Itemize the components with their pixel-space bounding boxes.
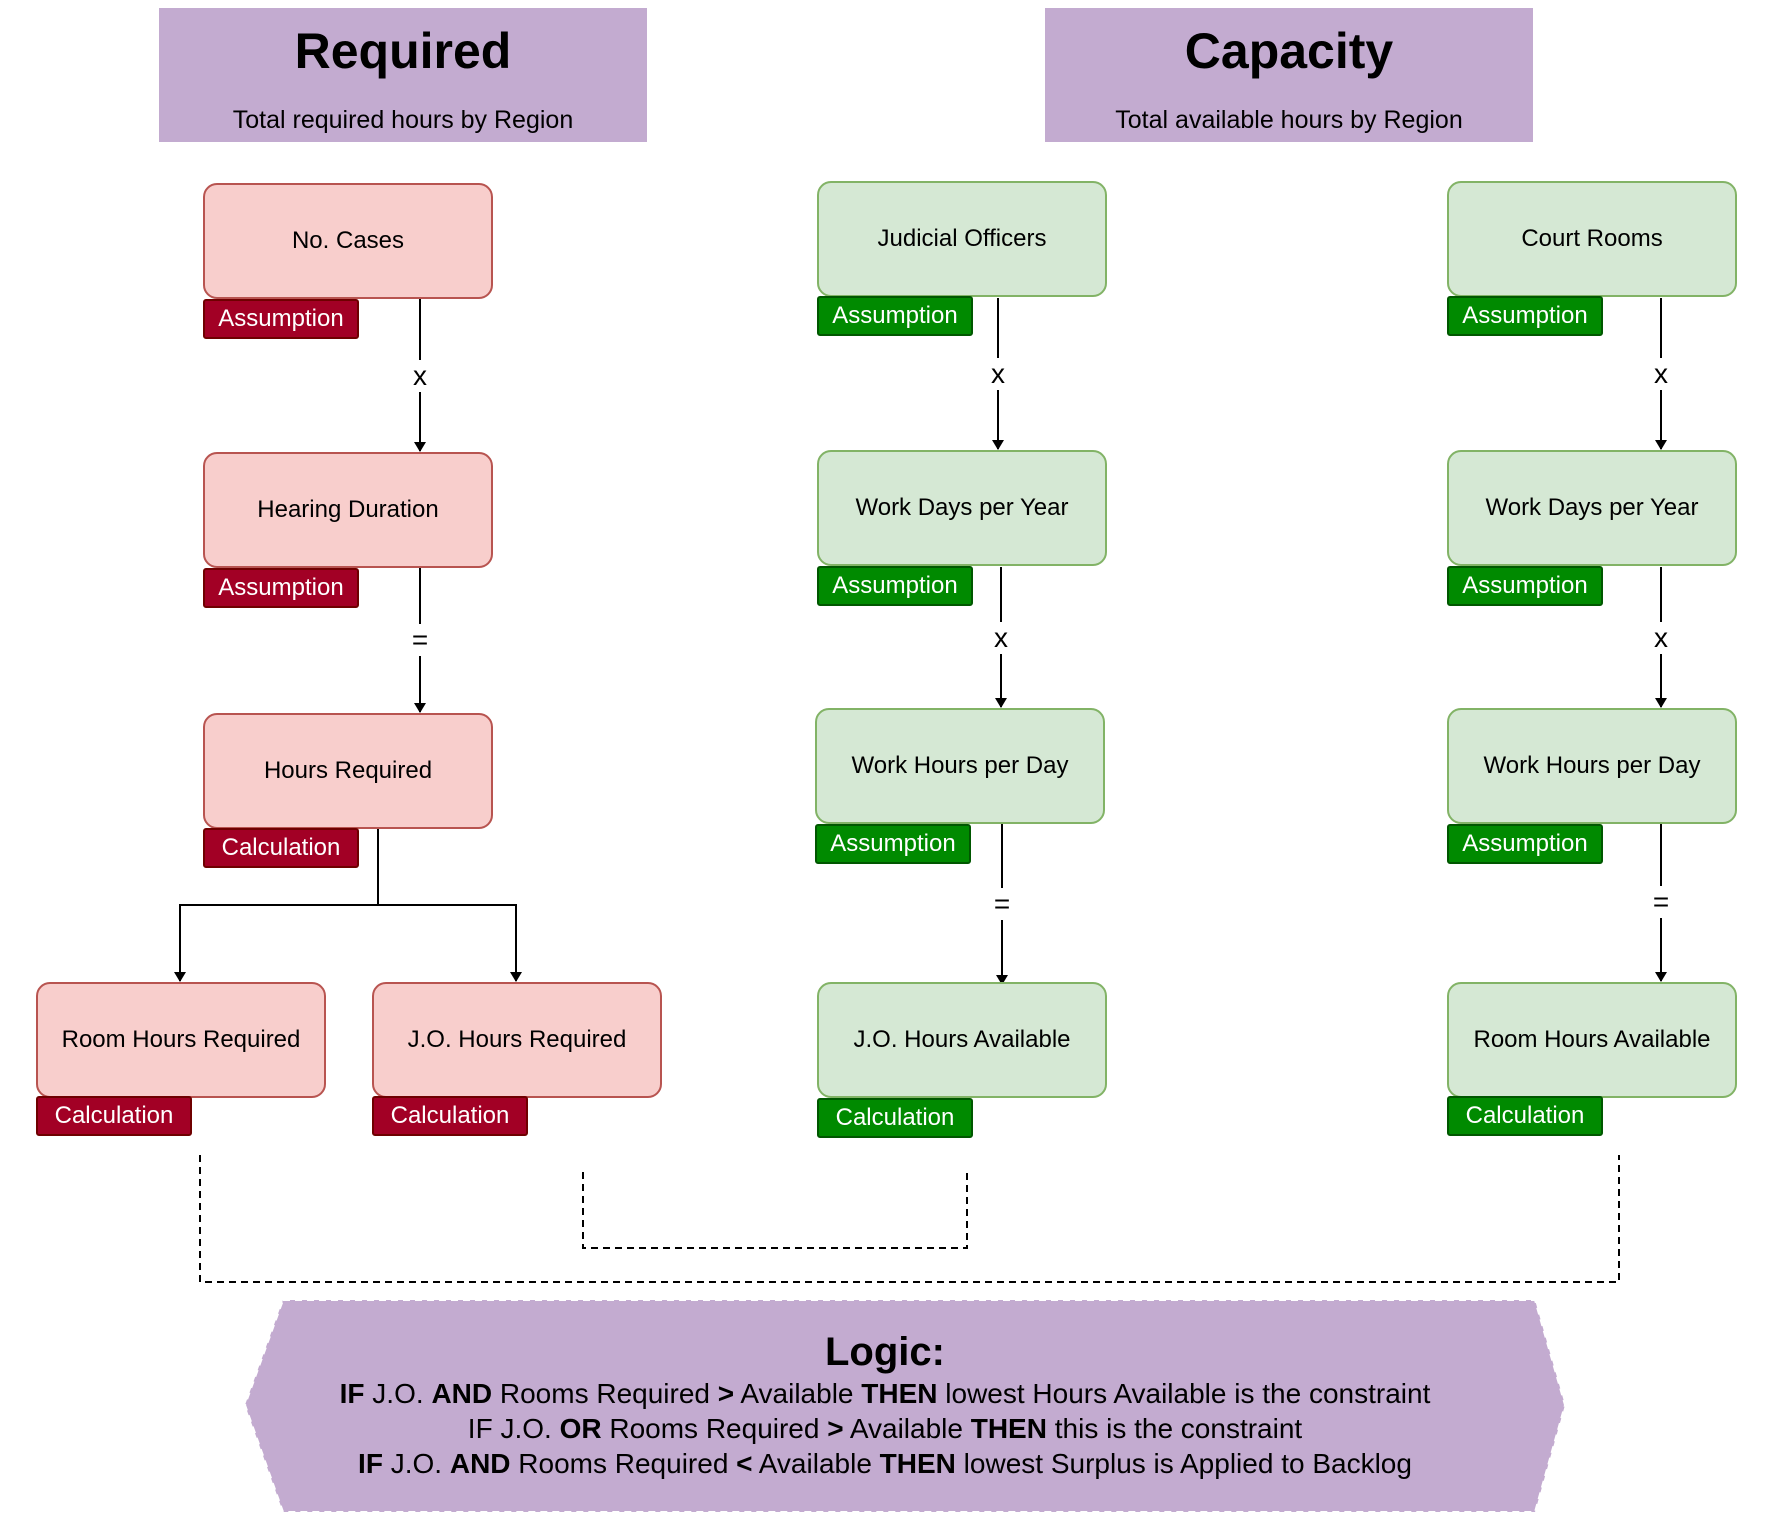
capacity-subtitle: Total available hours by Region [1115, 106, 1463, 134]
calculation-tag: Calculation [1447, 1096, 1603, 1136]
arrow-hours-required-to-jo-hours [378, 904, 522, 982]
assumption-tag: Assumption [815, 824, 971, 864]
assumption-tag: Assumption [1447, 824, 1603, 864]
equals-operator: = [1641, 886, 1681, 918]
logic-title: Logic: [825, 1330, 945, 1374]
calculation-tag: Calculation [36, 1096, 192, 1136]
assumption-tag: Assumption [203, 568, 359, 608]
room-work-hours-node: Work Hours per Day [1447, 708, 1737, 824]
room-hours-available-node: Room Hours Available [1447, 982, 1737, 1098]
calculation-tag: Calculation [372, 1096, 528, 1136]
multiply-operator: x [978, 358, 1018, 390]
logic-box: Logic: IF J.O. AND Rooms Required > Avai… [280, 1328, 1490, 1481]
dashed-bracket-outer [199, 1155, 1620, 1283]
judicial-officers-node: Judicial Officers [817, 181, 1107, 297]
multiply-operator: x [1641, 358, 1681, 390]
court-rooms-node: Court Rooms [1447, 181, 1737, 297]
required-title: Required [294, 23, 512, 79]
equals-operator: = [400, 624, 440, 656]
jo-hours-required-node: J.O. Hours Required [372, 982, 662, 1098]
logic-rule-3: IF J.O. AND Rooms Required < Available T… [358, 1448, 1412, 1479]
arrow-hours-required-to-room-hours [174, 828, 379, 982]
no-cases-node: No. Cases [203, 183, 493, 299]
capacity-header: Capacity Total available hours by Region [1045, 8, 1533, 142]
assumption-tag: Assumption [1447, 566, 1603, 606]
dashed-bracket-inner [582, 1172, 968, 1249]
logic-hexagon [243, 1299, 1567, 1513]
room-work-days-node: Work Days per Year [1447, 450, 1737, 566]
multiply-operator: x [981, 622, 1021, 654]
assumption-tag: Assumption [203, 299, 359, 339]
equals-operator: = [982, 888, 1022, 920]
logic-rule-2: IF J.O. OR Rooms Required > Available TH… [467, 1413, 1303, 1444]
hearing-duration-node: Hearing Duration [203, 452, 493, 568]
required-subtitle: Total required hours by Region [232, 106, 574, 134]
assumption-tag: Assumption [817, 566, 973, 606]
room-hours-required-node: Room Hours Required [36, 982, 326, 1098]
calculation-tag: Calculation [817, 1098, 973, 1138]
jo-hours-available-node: J.O. Hours Available [817, 982, 1107, 1098]
multiply-operator: x [400, 360, 440, 392]
logic-rule-1: IF J.O. AND Rooms Required > Available T… [339, 1378, 1431, 1409]
jo-work-hours-node: Work Hours per Day [815, 708, 1105, 824]
logic-lines: IF J.O. AND Rooms Required > Available T… [280, 1376, 1490, 1481]
multiply-operator: x [1641, 622, 1681, 654]
assumption-tag: Assumption [1447, 296, 1603, 336]
required-header: Required Total required hours by Region [159, 8, 647, 142]
calculation-tag: Calculation [203, 828, 359, 868]
assumption-tag: Assumption [817, 296, 973, 336]
capacity-title: Capacity [1184, 23, 1394, 79]
jo-work-days-node: Work Days per Year [817, 450, 1107, 566]
hours-required-node: Hours Required [203, 713, 493, 829]
